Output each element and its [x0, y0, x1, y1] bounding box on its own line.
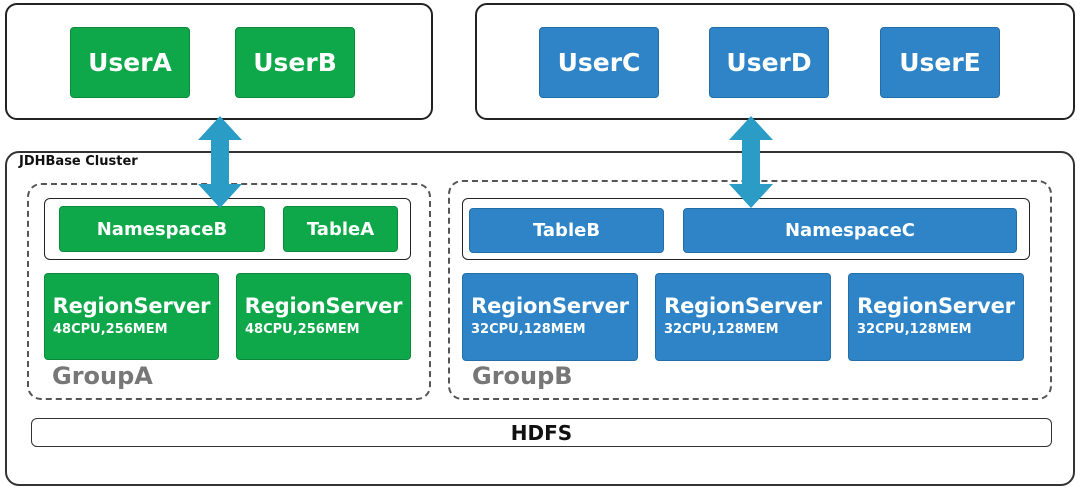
region-server-title: RegionServer	[52, 294, 211, 318]
region-server-spec: 48CPU,256MEM	[245, 322, 360, 337]
arrow-left-shape	[198, 116, 242, 208]
group-a-region-server-1: RegionServer 48CPU,256MEM	[44, 273, 219, 360]
arrow-left-double-icon	[198, 116, 242, 208]
region-server-spec: 32CPU,128MEM	[664, 322, 779, 337]
user-d-label: UserD	[726, 48, 812, 77]
group-a-label: GroupA	[52, 362, 153, 390]
region-server-title: RegionServer	[857, 294, 1015, 318]
user-a-label: UserA	[88, 48, 172, 77]
cluster-label: JDHBase Cluster	[19, 154, 138, 169]
table-b-label: TableB	[532, 220, 601, 241]
user-e-box: UserE	[880, 27, 1000, 98]
region-server-title: RegionServer	[471, 294, 629, 318]
namespace-b-label: NamespaceB	[96, 218, 228, 240]
table-b-box: TableB	[469, 208, 664, 253]
region-server-spec: 32CPU,128MEM	[857, 322, 972, 337]
region-server-title: RegionServer	[244, 294, 403, 318]
group-b-region-server-3: RegionServer 32CPU,128MEM	[848, 273, 1024, 361]
user-d-box: UserD	[709, 27, 829, 98]
user-b-label: UserB	[253, 48, 337, 77]
group-b-region-server-1: RegionServer 32CPU,128MEM	[462, 273, 638, 361]
user-e-label: UserE	[899, 48, 981, 77]
user-a-box: UserA	[70, 27, 190, 98]
hdfs-bar: HDFS	[31, 418, 1052, 447]
table-a-box: TableA	[283, 206, 398, 252]
arrow-right-double-icon	[729, 116, 773, 208]
arrow-right-shape	[729, 116, 773, 208]
region-server-title: RegionServer	[664, 294, 822, 318]
user-c-box: UserC	[539, 27, 659, 98]
user-c-label: UserC	[557, 48, 641, 77]
user-b-box: UserB	[235, 27, 355, 98]
namespace-c-label: NamespaceC	[784, 220, 915, 241]
region-server-spec: 48CPU,256MEM	[53, 322, 168, 337]
group-a-region-server-2: RegionServer 48CPU,256MEM	[236, 273, 411, 360]
namespace-b-box: NamespaceB	[59, 206, 265, 252]
namespace-c-box: NamespaceC	[683, 208, 1017, 253]
region-server-spec: 32CPU,128MEM	[471, 322, 586, 337]
group-b-label: GroupB	[472, 362, 573, 390]
group-b-region-server-2: RegionServer 32CPU,128MEM	[655, 273, 831, 361]
hdfs-label: HDFS	[510, 420, 573, 445]
table-a-label: TableA	[306, 218, 375, 240]
